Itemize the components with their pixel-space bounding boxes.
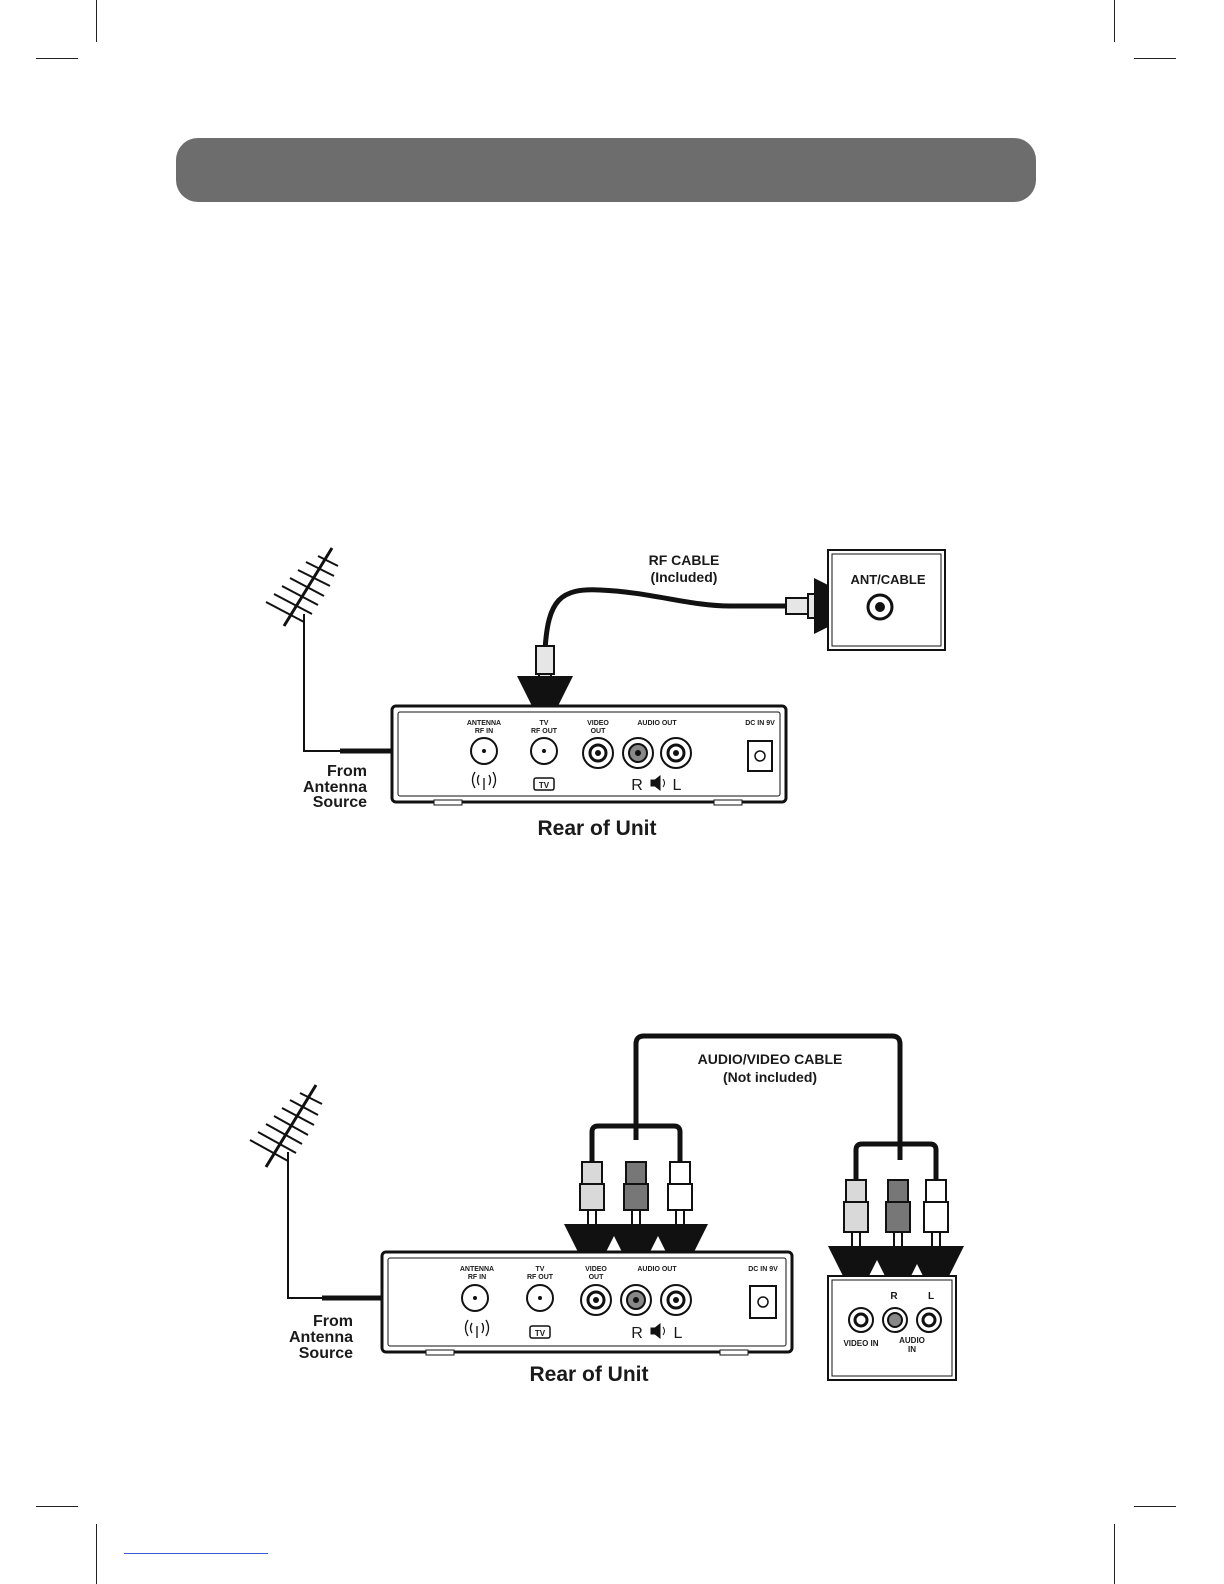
port-label: RF OUT (531, 728, 558, 735)
source-label: From (327, 763, 367, 780)
port-label: ANTENNA (467, 720, 501, 727)
antenna-icon (266, 548, 340, 751)
cable-label: RF CABLE (649, 552, 720, 568)
port-label: TV (540, 720, 549, 727)
port-label-r: R (631, 1325, 643, 1342)
source-label: From (313, 1313, 353, 1330)
cable-note: (Included) (651, 569, 718, 585)
rca-plug (668, 1162, 692, 1234)
port-label: VIDEO (587, 720, 609, 727)
tv-port-label: VIDEO IN (843, 1339, 878, 1348)
port-label: RF OUT (527, 1274, 554, 1281)
port-label: TV (536, 1266, 545, 1273)
port-label: DC IN 9V (745, 720, 775, 727)
rca-plug (624, 1162, 648, 1234)
rca-plug (924, 1180, 948, 1254)
port-label: VIDEO (585, 1266, 607, 1273)
diagram-1: RF CABLE (Included) ANT/CABLE (266, 548, 945, 840)
tv-port-label: AUDIO (899, 1336, 925, 1345)
cable-label: AUDIO/VIDEO CABLE (698, 1051, 843, 1067)
port-label: DC IN 9V (748, 1266, 778, 1273)
port-label: AUDIO OUT (637, 720, 677, 727)
source-label: Source (313, 794, 367, 811)
tv-panel (828, 550, 945, 650)
port-label: OUT (591, 728, 607, 735)
port-label-l: L (673, 777, 682, 794)
tv-port-label: R (890, 1291, 898, 1302)
port-label: OUT (589, 1274, 605, 1281)
diagram-2: AUDIO/VIDEO CABLE (Not included) (250, 1036, 956, 1386)
tv-icon: TV (535, 1329, 546, 1338)
rf-cable (545, 590, 786, 650)
port-label: RF IN (468, 1274, 486, 1281)
antenna-icon (250, 1085, 322, 1298)
av-cable-split (856, 1144, 936, 1180)
tv-icon: TV (539, 781, 550, 790)
tv-port-label: IN (908, 1345, 916, 1354)
port-label: ANTENNA (460, 1266, 494, 1273)
source-label: Source (299, 1345, 353, 1362)
tv-port-label: ANT/CABLE (850, 572, 925, 587)
port-label-l: L (674, 1325, 683, 1342)
rca-plug (886, 1180, 910, 1254)
rca-plug (844, 1180, 868, 1254)
port-label: AUDIO OUT (637, 1266, 677, 1273)
port-label-r: R (631, 777, 643, 794)
cable-note: (Not included) (723, 1069, 817, 1085)
rca-plug (580, 1162, 604, 1234)
source-label: Antenna (289, 1329, 353, 1346)
diagram-caption: Rear of Unit (537, 817, 656, 840)
diagram-caption: Rear of Unit (529, 1363, 648, 1386)
tv-port-label: L (928, 1291, 934, 1302)
port-label: RF IN (475, 728, 493, 735)
